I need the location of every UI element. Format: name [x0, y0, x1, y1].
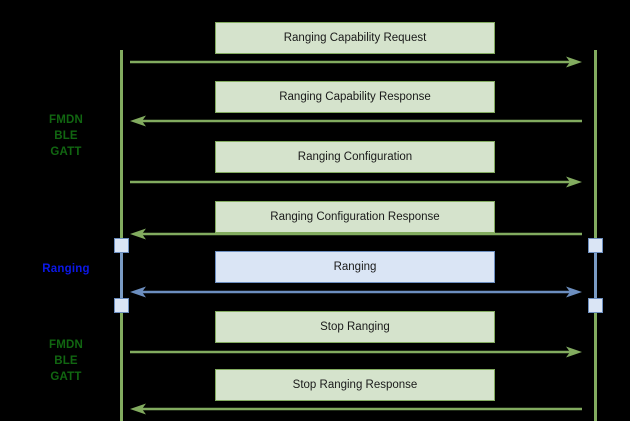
arrow-stop-ranging-icon: [130, 346, 582, 358]
message-label: Stop Ranging: [320, 321, 390, 333]
left-activation-start-box: [114, 238, 129, 253]
phase-label-ranging: Ranging: [42, 263, 90, 275]
message-label: Ranging Configuration: [297, 151, 413, 163]
left-activation-line: [120, 245, 123, 305]
arrow-ranging-configuration-icon: [130, 176, 582, 188]
message-box-ranging-configuration: Ranging Configuration: [215, 141, 495, 173]
phase-label-fmdn-ble-gatt-bottom: FMDN BLE GATT: [48, 339, 83, 383]
message-box-ranging-capability-response: Ranging Capability Response: [215, 81, 495, 113]
message-label: Ranging: [333, 261, 377, 273]
message-label: Ranging Configuration Response: [270, 211, 440, 223]
left-activation-end-box: [114, 298, 129, 313]
message-label: Stop Ranging Response: [292, 379, 418, 391]
arrow-ranging-capability-response-icon: [130, 115, 582, 127]
left-lifeline: [120, 50, 123, 421]
message-label: Ranging Capability Response: [279, 91, 431, 103]
arrow-ranging-configuration-response-icon: [130, 228, 582, 240]
message-box-ranging: Ranging: [215, 251, 495, 283]
arrow-ranging-bidirectional-icon: [130, 286, 582, 298]
phase-label-fmdn-ble-gatt-top: FMDN BLE GATT: [48, 114, 83, 158]
right-activation-line: [594, 245, 597, 305]
right-activation-end-box: [588, 298, 603, 313]
arrow-stop-ranging-response-icon: [130, 403, 582, 415]
arrow-ranging-capability-request-icon: [130, 56, 582, 68]
message-box-ranging-capability-request: Ranging Capability Request: [215, 22, 495, 54]
right-lifeline: [594, 50, 597, 421]
message-box-stop-ranging-response: Stop Ranging Response: [215, 369, 495, 401]
message-label: Ranging Capability Request: [283, 32, 427, 44]
message-box-stop-ranging: Stop Ranging: [215, 311, 495, 343]
right-activation-start-box: [588, 238, 603, 253]
message-box-ranging-configuration-response: Ranging Configuration Response: [215, 201, 495, 233]
